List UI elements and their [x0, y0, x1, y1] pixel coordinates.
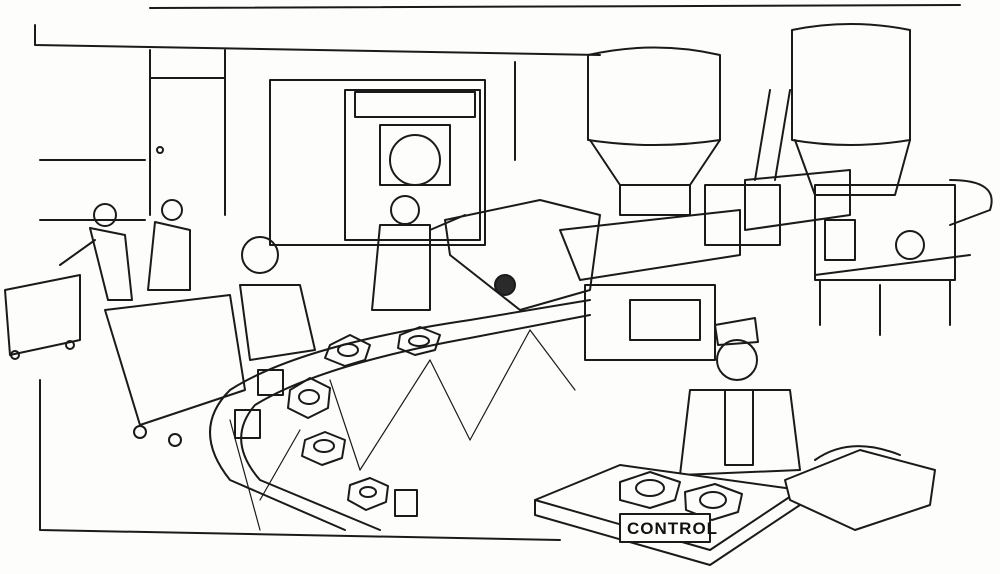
- control-box-middle: [584, 184, 781, 361]
- hex-nuts: [234, 326, 441, 517]
- feed-chute: [444, 199, 601, 311]
- control-box-right: [814, 184, 971, 336]
- worker-chute: [371, 195, 466, 311]
- worker-middle: [239, 236, 316, 361]
- cart-left: [4, 274, 81, 360]
- worker-inspector: [679, 317, 801, 476]
- room-walls: [34, 4, 961, 541]
- control-sign: [619, 513, 711, 543]
- box-of-nuts: [784, 445, 936, 531]
- worker-back: [147, 199, 191, 291]
- control-table: CONTROL: [534, 464, 801, 566]
- pipes: [559, 169, 993, 281]
- hopper-left: [587, 46, 721, 216]
- back-machine: [269, 79, 486, 246]
- cart-middle: [104, 294, 246, 447]
- hopper-right: [754, 23, 911, 196]
- worker-cart: [59, 203, 133, 301]
- control-sign-text: CONTROL: [627, 519, 718, 538]
